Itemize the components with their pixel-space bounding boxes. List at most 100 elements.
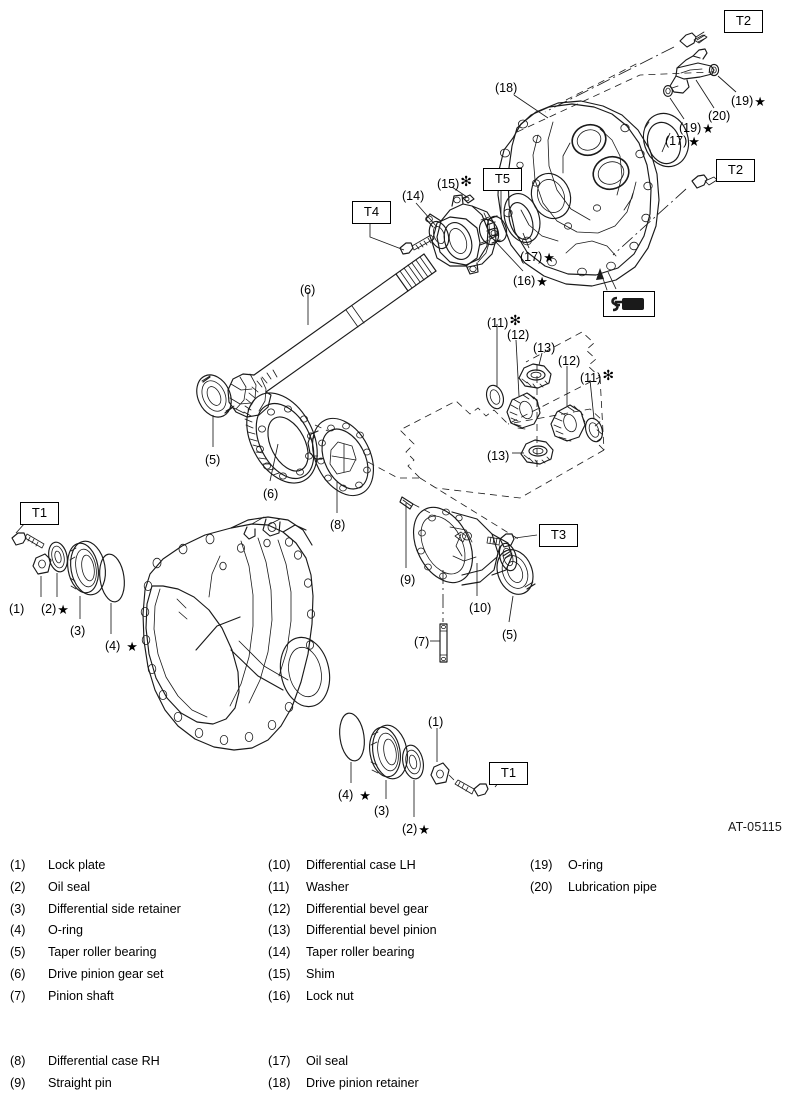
legend-row: (10) Differential case LH [268,858,523,880]
legend-column-1: (1)Lock plate (2)Oil seal (3)Differentia… [10,858,260,1098]
legend-number: (19) [530,858,553,872]
parts-legend: (1)Lock plate (2)Oil seal (3)Differentia… [0,858,790,1106]
legend-spacer [10,1032,260,1054]
legend-number: (11) [268,879,290,894]
callout-4-left: (4)★ [105,639,138,654]
legend-label: Pinion shaft [48,988,114,1003]
legend-number: (6) [10,966,26,981]
legend-number: (12) [268,901,291,916]
legend-label: Straight pin [48,1075,112,1090]
callout-6-shaft: (6) [300,283,316,297]
legend-number: (20) [530,879,553,894]
axis-t2-top [544,46,675,113]
side-retainer-stack-bottom [339,712,489,797]
callout-19-right: (19)★ [731,94,766,109]
callout-7: (7) [414,635,430,649]
legend-label: Taper roller bearing [306,945,415,960]
legend-number: (4) [10,923,26,938]
washer-11-right [584,417,604,443]
bolt-t4 [399,234,435,255]
callout-1-bottom: (1) [428,715,444,729]
legend-row: (19)O-ring [530,858,780,880]
callout-13-bottom: (13) [487,449,510,463]
legend-number: (18) [268,1075,291,1090]
legend-row: (12)Differential bevel gear [268,902,523,924]
callout-9: (9) [400,573,416,587]
legend-row: (17)Oil seal [268,1054,523,1076]
callout-10: (10) [469,601,492,615]
callout-11-right: (11)✻ [580,367,615,385]
callout-12-right: (12) [558,354,581,368]
axis-t2-right [612,188,687,256]
torque-box-t2-right: T2 [716,159,755,182]
legend-number: (13) [268,923,291,938]
taper-roller-bearing-5-lower [496,549,536,595]
axis-lube-pipe [516,71,713,133]
legend-label: Drive pinion retainer [306,1075,419,1090]
washer-11-left [485,384,505,410]
legend-label: Differential case LH [306,858,416,872]
figure-code: AT-05115 [728,820,782,834]
callout-3-bottom: (3) [374,804,390,818]
bevel-gear-12-left [506,392,541,430]
torque-box-t1-bottom: T1 [489,762,528,785]
legend-number: (14) [268,945,291,960]
torque-box-t3: T3 [539,524,578,547]
legend-label: O-ring [48,923,83,938]
legend-label: Differential bevel pinion [306,923,437,938]
legend-row: (3)Differential side retainer [10,902,260,924]
callout-5-lower: (5) [502,628,518,642]
callout-16: (16)★ [513,274,548,289]
bolt-t2-top [679,31,708,48]
transaxle-housing [140,516,331,751]
legend-row: (6)Drive pinion gear set [10,967,260,989]
callout-20: (20) [708,109,731,123]
legend-row: (9)Straight pin [10,1076,260,1098]
legend-label: Shim [306,966,335,981]
legend-row: (8)Differential case RH [10,1054,260,1076]
callout-1-left: (1) [9,602,25,616]
drive-pinion-shaft-6 [227,253,437,418]
callout-15: (15)✻ [437,173,472,191]
side-retainer-stack-left [11,532,125,603]
oil-seal-17-upper [642,112,690,168]
leader-lines [15,75,737,817]
callout-8: (8) [330,518,346,532]
callout-2-bottom: (2)★ [402,822,430,837]
legend-number: (16) [268,988,291,1003]
legend-number: (8) [10,1054,26,1069]
legend-row: (18) Drive pinion retainer [268,1076,523,1098]
legend-row: (15)Shim [268,967,523,989]
exploded-view-diagram: .ln { fill:none; stroke:#1a1a1a; stroke-… [9,10,782,837]
legend-row: (16)Lock nut [268,989,523,1011]
callout-14: (14) [402,189,425,203]
bevel-gear-12-right [550,404,586,442]
legend-row: (11) Washer [268,880,523,902]
shim-15 [462,194,475,204]
legend-row: (5)Taper roller bearing [10,945,260,967]
pinion-retainer-cone [425,194,499,275]
legend-label: Oil seal [306,1054,348,1069]
bolt-t2-right [691,174,718,189]
legend-number: (10) [268,858,291,872]
legend-label: Washer [306,879,349,894]
oil-seal-17-lower [503,193,541,243]
legend-spacer [10,1011,260,1033]
bevel-pinion-13-bottom [520,439,554,465]
callout-6-ring-gear: (6) [263,487,279,501]
callout-13-top: (13) [533,341,556,355]
grease-application-symbol [603,291,655,317]
legend-spacer [268,1011,523,1033]
legend-column-2: (10) Differential case LH (11) Washer (12)… [268,858,523,1098]
legend-spacer [268,1032,523,1054]
taper-roller-bearing-5-upper [196,374,235,418]
bevel-gear-assembly-axes [399,331,605,541]
taper-roller-bearing-14 [428,220,450,250]
callout-18: (18) [495,81,518,95]
bolt-t3 [486,533,515,548]
torque-box-t5: T5 [483,168,522,191]
diagram-linework: .ln { fill:none; stroke:#1a1a1a; stroke-… [11,31,737,817]
callout-17-lower: (17)★ [520,250,555,265]
legend-row: (4) O-ring [10,923,260,945]
